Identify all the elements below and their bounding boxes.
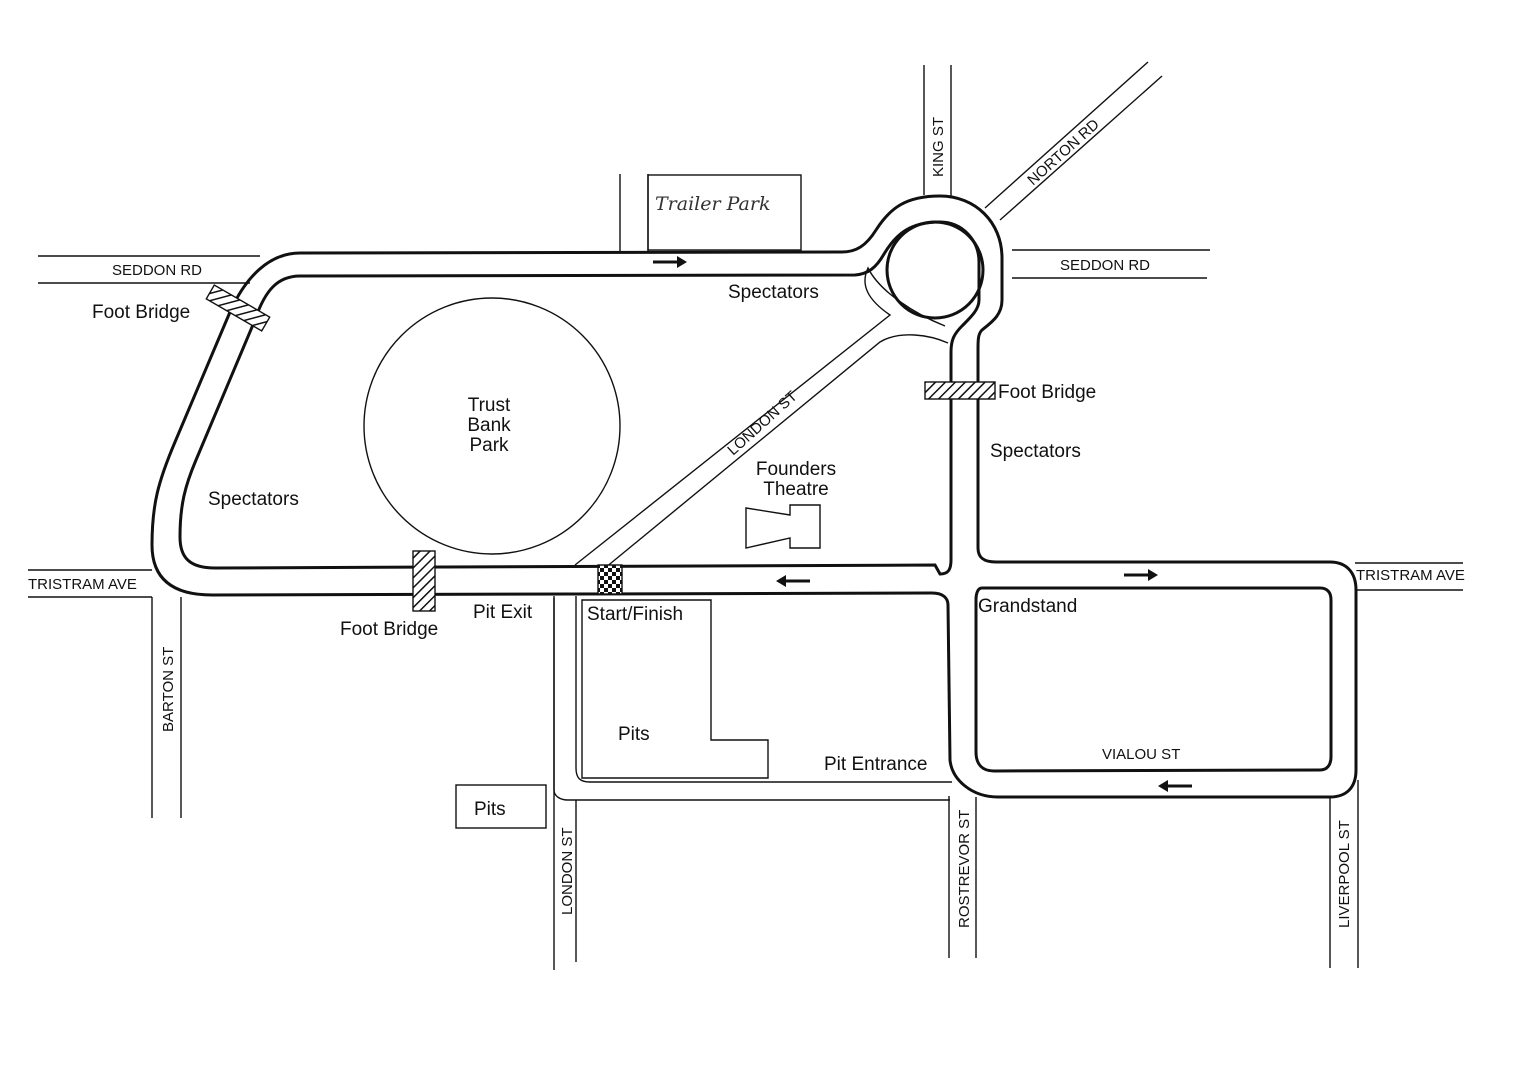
vialou-st-label: VIALOU ST [1102, 746, 1180, 763]
start-finish-label: Start/Finish [587, 604, 683, 625]
norton-rd-label: NORTON RD [1024, 116, 1103, 189]
seddon-rd-east-label: SEDDON RD [1060, 257, 1150, 274]
foot-bridges [205, 284, 996, 612]
rostrevor-st-label: ROSTREVOR ST [956, 810, 973, 928]
park-label-line-3: Park [469, 435, 509, 456]
east-arrow-icon [653, 256, 687, 268]
trailer-park-label: Trailer Park [655, 193, 770, 215]
pits-building: Pits [581, 599, 769, 779]
foot-bridge-nw-label: Foot Bridge [92, 302, 190, 323]
park-label-line-1: Trust [468, 395, 511, 416]
start-finish-flag [597, 564, 623, 595]
barton-st-label: BARTON ST [160, 647, 177, 732]
spectators-top-label: Spectators [728, 282, 819, 303]
trailer-park: Trailer Park [647, 174, 802, 251]
tristram-ave-east-label: TRISTRAM AVE [1356, 567, 1465, 584]
west-arrow-icon [776, 575, 810, 587]
founders-theatre: Founders Theatre [745, 459, 836, 549]
king-st-label: KING ST [930, 117, 947, 177]
direction-arrows [653, 256, 1192, 792]
trust-bank-park: Trust Bank Park [363, 297, 621, 555]
liverpool-st-label: LIVERPOOL ST [1336, 820, 1353, 928]
spectators-right-label: Spectators [990, 441, 1081, 462]
founders-label-line-2: Theatre [763, 479, 828, 500]
london-st-south-label: LONDON ST [559, 827, 576, 915]
london-st-diagonal-label: LONDON ST [724, 388, 800, 459]
foot-bridge-nw-marker [205, 284, 271, 332]
foot-bridge-ne-label: Foot Bridge [998, 382, 1096, 403]
foot-bridge-s-label: Foot Bridge [340, 619, 438, 640]
pit-exit-label: Pit Exit [473, 602, 533, 623]
pits-box-label: Pits [474, 799, 506, 820]
founders-label-line-1: Founders [756, 459, 836, 480]
pits-box: Pits [455, 784, 547, 829]
pits-inner-label: Pits [618, 724, 650, 745]
grandstand-label: Grandstand [978, 596, 1077, 617]
east-arrow-icon [1124, 569, 1158, 581]
foot-bridge-s-marker [412, 550, 436, 612]
pit-entrance-label: Pit Entrance [824, 754, 928, 775]
spectators-left-label: Spectators [208, 489, 299, 510]
west-arrow-icon [1158, 780, 1192, 792]
foot-bridge-ne-marker [924, 381, 996, 400]
seddon-rd-west-label: SEDDON RD [112, 262, 202, 279]
race-track [150, 194, 1358, 801]
track-labels: Spectators Spectators Spectators Foot Br… [92, 282, 1096, 775]
tristram-ave-west-label: TRISTRAM AVE [28, 576, 137, 593]
park-label-line-2: Bank [467, 415, 511, 436]
